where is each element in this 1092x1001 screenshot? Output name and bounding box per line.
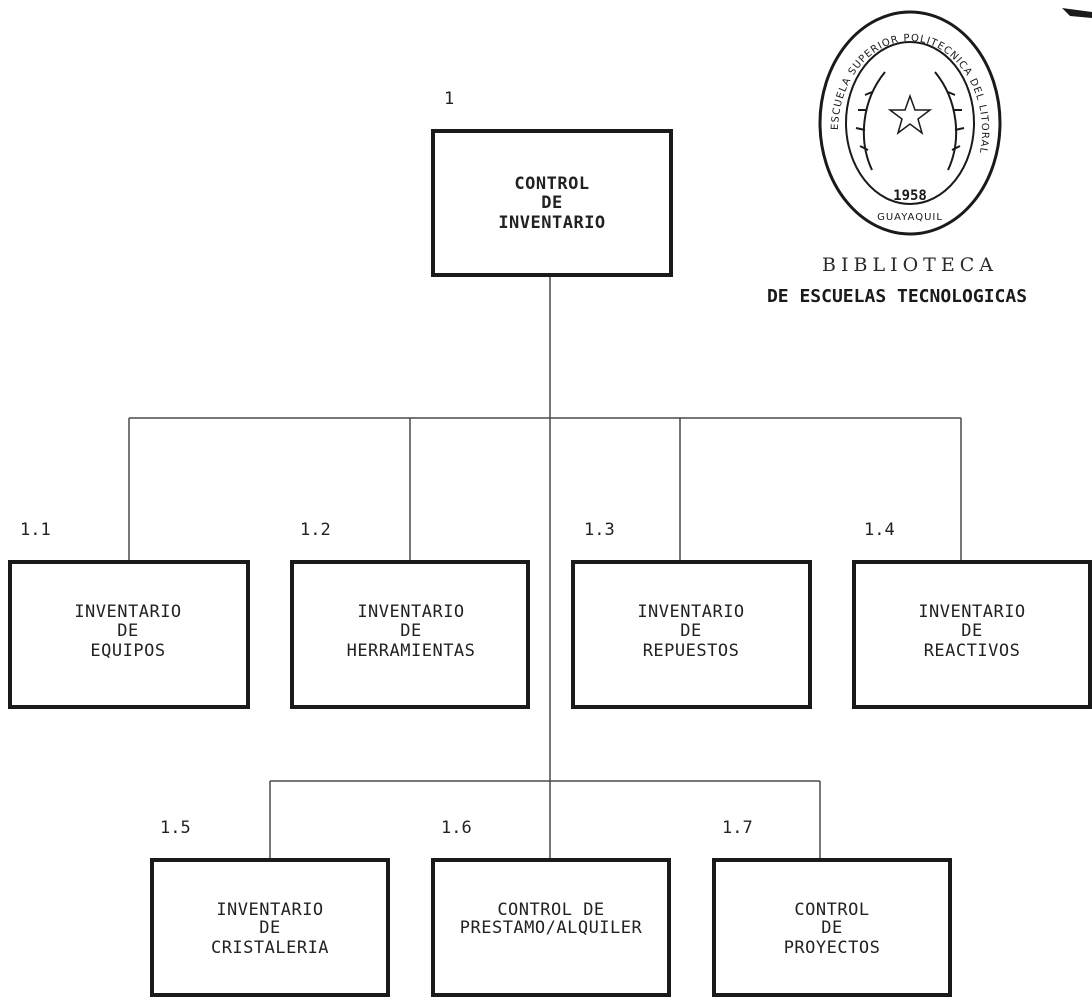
node-label-line: DE xyxy=(541,193,562,213)
node-1-2: 1.2 INVENTARIO DE HERRAMIENTAS xyxy=(290,520,530,709)
stamp-line-biblioteca: BIBLIOTECA xyxy=(822,254,998,276)
node-1-7: 1.7 CONTROL DE PROYECTOS xyxy=(712,818,952,997)
node-label-line: DE xyxy=(680,621,701,641)
star-icon xyxy=(887,93,933,135)
node-box xyxy=(852,560,1092,709)
library-seal: ESCUELA SUPERIOR POLITECNICA DEL LITORAL… xyxy=(818,10,1002,236)
node-label-line: REACTIVOS xyxy=(924,641,1021,661)
node-label-line: INVENTARIO xyxy=(357,602,464,622)
node-label-line: PRESTAMO/ALQUILER xyxy=(460,918,643,938)
seal-inner-ring xyxy=(845,41,975,205)
node-box xyxy=(431,129,673,277)
node-box xyxy=(571,560,812,709)
node-label-line: CONTROL xyxy=(794,900,869,920)
node-1-6: 1.6 CONTROL DE PRESTAMO/ALQUILER xyxy=(431,818,671,997)
node-label-line: INVENTARIO xyxy=(74,602,181,622)
node-box xyxy=(431,858,671,997)
corner-mark-icon xyxy=(1062,8,1092,18)
node-label-line: INVENTARIO xyxy=(918,602,1025,622)
node-box xyxy=(150,858,390,997)
node-label-line: HERRAMIENTAS xyxy=(347,641,476,661)
node-label-line: DE xyxy=(821,918,842,938)
node-label-line: INVENTARIO xyxy=(498,213,605,233)
node-label-line: INVENTARIO xyxy=(216,900,323,920)
laurel-branches-icon xyxy=(862,71,958,171)
node-label-line: EQUIPOS xyxy=(90,641,165,661)
seal-outer-ring xyxy=(818,10,1002,236)
node-number: 1 xyxy=(444,89,454,109)
node-box xyxy=(8,560,250,709)
node-number: 1.4 xyxy=(864,520,895,540)
node-label-line: CONTROL DE xyxy=(497,900,604,920)
node-label-line: DE xyxy=(961,621,982,641)
node-1-3: 1.3 INVENTARIO DE REPUESTOS xyxy=(571,520,812,709)
node-label-line: PROYECTOS xyxy=(784,938,881,958)
node-label-line: DE xyxy=(117,621,138,641)
node-1-5: 1.5 INVENTARIO DE CRISTALERIA xyxy=(150,818,390,997)
seal-city: GUAYAQUIL xyxy=(877,212,943,223)
connector-lines xyxy=(128,275,962,860)
stamp-line-escuelas: DE ESCUELAS TECNOLOGICAS xyxy=(766,286,1028,307)
node-label-line: REPUESTOS xyxy=(643,641,740,661)
node-root: 1 CONTROL DE INVENTARIO xyxy=(431,89,673,277)
node-box xyxy=(290,560,530,709)
node-1-1: 1.1 INVENTARIO DE EQUIPOS xyxy=(8,520,250,709)
node-number: 1.1 xyxy=(20,520,51,540)
node-label-line: CRISTALERIA xyxy=(211,938,329,958)
node-label-line: INVENTARIO xyxy=(637,602,744,622)
laurel-leaves-icon xyxy=(855,91,965,151)
node-1-4: 1.4 INVENTARIO DE REACTIVOS xyxy=(852,520,1092,709)
node-number: 1.2 xyxy=(300,520,331,540)
node-box xyxy=(712,858,952,997)
seal-year: 1958 xyxy=(893,188,927,204)
node-number: 1.3 xyxy=(584,520,615,540)
node-label-line: DE xyxy=(400,621,421,641)
node-number: 1.5 xyxy=(160,818,191,838)
node-number: 1.7 xyxy=(722,818,753,838)
node-label-line: CONTROL xyxy=(514,174,589,194)
node-number: 1.6 xyxy=(441,818,472,838)
node-label-line: DE xyxy=(259,918,280,938)
